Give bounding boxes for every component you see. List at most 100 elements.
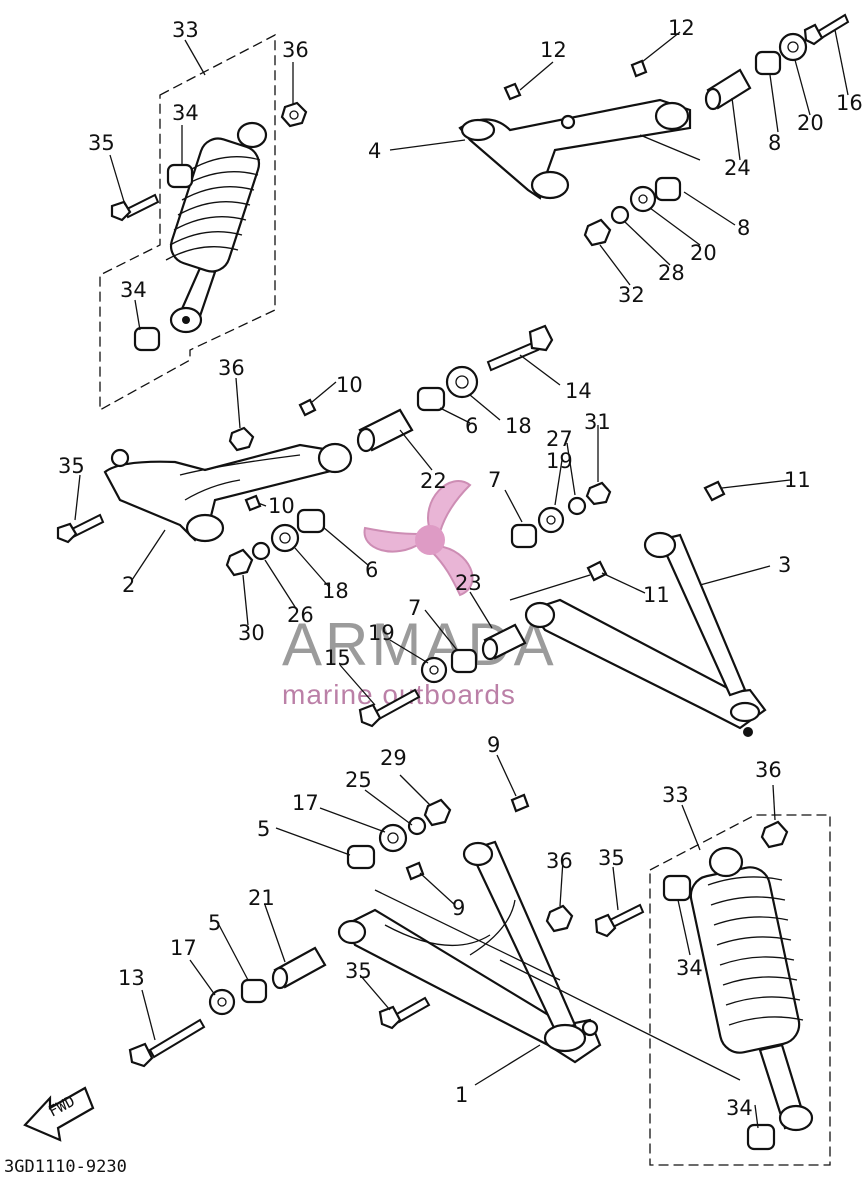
callout-23: 23 [455,571,482,595]
callout-36: 36 [218,356,245,380]
nut-36-mid [228,426,255,452]
callout-25: 25 [345,768,372,792]
shock-absorber-top [165,121,268,334]
bolt-35-top [110,193,160,222]
callout-12: 12 [540,38,567,62]
callout-30: 30 [238,621,265,645]
callout-21: 21 [248,886,275,910]
callout-14: 14 [565,379,592,403]
callout-28: 28 [658,261,685,285]
washer-27 [567,496,587,516]
callout-22: 22 [420,469,447,493]
callout-35: 35 [598,846,625,870]
callout-16: 16 [836,91,863,115]
callout-6: 6 [465,414,478,438]
callout-20: 20 [690,241,717,265]
diagram-code: 3GD1110-9230 [4,1157,127,1177]
washer-20-top [778,32,808,62]
bushing-6-bot [296,508,326,534]
nut-32 [583,218,612,247]
collar-23 [481,623,527,661]
propeller-logo [363,480,474,597]
callout-15: 15 [324,646,351,670]
callout-27: 27 [546,427,573,451]
bolt-35-mid [56,513,105,544]
callout-3: 3 [778,553,791,577]
washer-19-top [537,506,565,534]
grease-nipple-10a [298,398,317,417]
callout-2: 2 [122,573,135,597]
bolt-35-lower [378,996,431,1030]
callout-5: 5 [208,911,221,935]
callout-34: 34 [676,956,703,980]
grease-nipple-9b [405,861,425,881]
nut-29 [423,798,452,827]
callout-12: 12 [668,16,695,40]
nut-36-lower [545,904,574,933]
callout-8: 8 [768,131,781,155]
bolt-16 [803,13,850,46]
bushing-5-top [346,844,376,870]
bushing-7-bot [450,648,478,674]
callout-7: 7 [408,596,421,620]
callout-7: 7 [488,468,501,492]
bolt-15 [358,688,421,728]
rear-lower-arm [337,840,602,1064]
callout-10: 10 [336,373,363,397]
washer-17-bot [208,988,236,1016]
callout-18: 18 [322,579,349,603]
callout-26: 26 [287,603,314,627]
callout-32: 32 [618,283,645,307]
bushing-34-mid [133,326,161,352]
callout-34: 34 [172,101,199,125]
grease-nipple-11b [586,560,608,582]
bushing-5-bot [240,978,268,1004]
callout-9: 9 [452,896,465,920]
leader-lines [74,29,849,1129]
grease-nipple-9a [510,793,530,813]
callout-6: 6 [365,558,378,582]
bushing-34-bottom-a [662,874,692,902]
washer-17-top [378,823,408,853]
callout-36: 36 [546,849,573,873]
callout-13: 13 [118,966,145,990]
callout-11: 11 [643,583,670,607]
callout-17: 17 [292,791,319,815]
callout-33: 33 [662,783,689,807]
nut-31 [585,481,612,506]
bushing-8-bot [654,176,682,202]
washer-26 [251,541,271,561]
callout-5: 5 [257,817,270,841]
bushing-8-top [754,50,782,76]
grease-nipple-12a [503,82,522,101]
nut-30 [225,548,254,577]
bushing-34-top [166,163,194,189]
callout-35: 35 [345,959,372,983]
callout-31: 31 [584,410,611,434]
shock-absorber-bottom [689,846,814,1132]
callout-24: 24 [724,156,751,180]
washer-28 [610,205,630,225]
washer-20-bot [629,185,657,213]
bushing-34-bottom-b [746,1123,776,1151]
callout-17: 17 [170,936,197,960]
shock-group-box-bottom [649,814,831,1166]
callout-8: 8 [737,216,750,240]
callout-1: 1 [455,1083,468,1107]
callout-34: 34 [120,278,147,302]
bolt-35-bottom [594,903,645,938]
washer-19-bot [420,656,448,684]
callout-36: 36 [282,38,309,62]
washer-18-top [445,365,479,399]
callout-19: 19 [546,449,573,473]
grease-nipple-11a [703,480,726,502]
collar-22 [356,408,414,453]
nut-36-bottom [760,820,789,849]
callout-35: 35 [58,454,85,478]
callout-34: 34 [726,1096,753,1120]
fwd-arrow-icon: FWD [23,1086,95,1142]
callout-18: 18 [505,414,532,438]
callout-36: 36 [755,758,782,782]
callout-11: 11 [784,468,811,492]
